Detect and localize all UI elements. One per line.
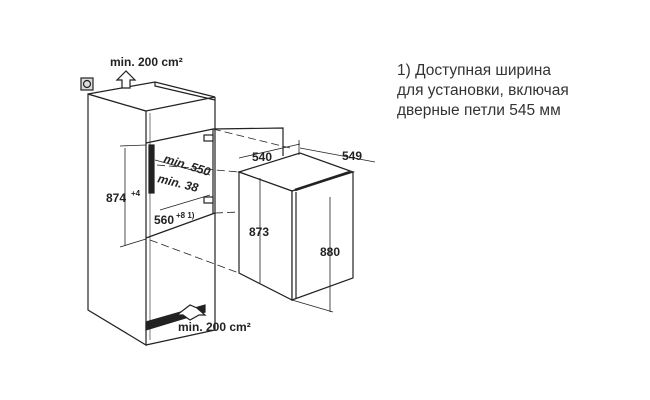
gap-label: min. 38 [156, 171, 200, 195]
vent-top-label: min. 200 cm² [110, 55, 183, 69]
niche-height-tolerance: +4 [131, 189, 141, 198]
footnote-line: для установки, включая [397, 82, 569, 99]
niche-width-label: 560 [154, 213, 174, 227]
niche-height-label: 874 [106, 191, 126, 205]
power-socket-icon [80, 77, 94, 91]
appliance-depth-label: 549 [342, 149, 362, 163]
vent-bottom-label: min. 200 cm² [178, 320, 251, 334]
appliance [237, 152, 355, 301]
vent-in-arrow-icon [175, 304, 207, 321]
vent-up-arrow-icon [115, 70, 137, 89]
niche-width-tolerance: +8 1) [176, 211, 195, 220]
appliance-width-label: 540 [252, 150, 272, 164]
appliance-height-label: 873 [249, 225, 269, 239]
appliance-total-height-label: 880 [320, 245, 340, 259]
footnote-line: дверные петли 545 мм [397, 102, 561, 119]
footnote-line: 1) Доступная ширина [397, 62, 551, 79]
footnote: 1) Доступная ширина для установки, включ… [397, 61, 569, 121]
